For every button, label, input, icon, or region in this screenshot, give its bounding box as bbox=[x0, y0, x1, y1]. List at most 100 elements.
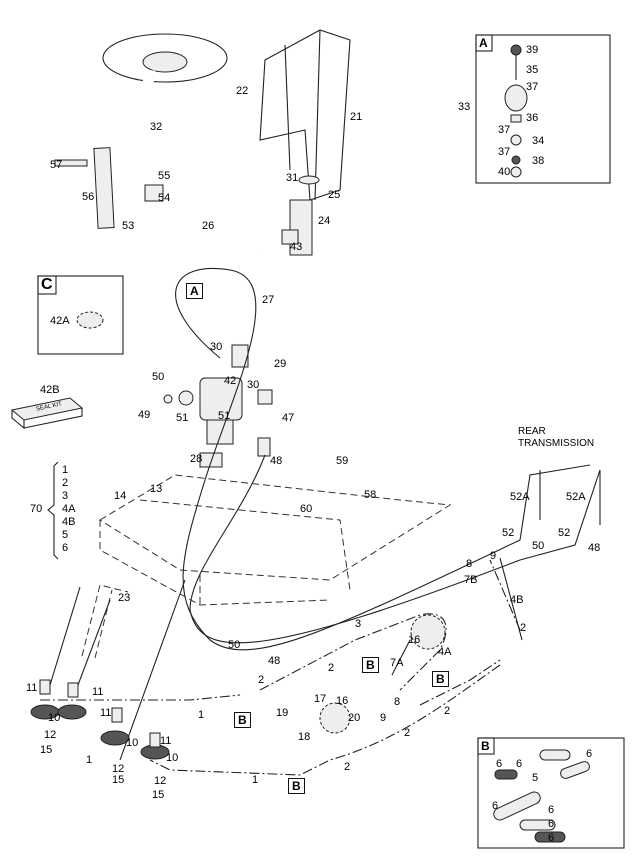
inset-a-callout-37: 37 bbox=[526, 81, 539, 93]
callout-60: 60 bbox=[300, 503, 313, 515]
callout-12: 12 bbox=[154, 775, 167, 787]
callout-49: 49 bbox=[138, 409, 151, 421]
callout-1: 1 bbox=[252, 774, 259, 786]
callout-57: 57 bbox=[50, 159, 63, 171]
callout-59: 59 bbox=[336, 455, 349, 467]
callout-15: 15 bbox=[112, 774, 125, 786]
callout-15: 15 bbox=[40, 744, 53, 756]
callout-56: 56 bbox=[82, 191, 95, 203]
callout-29: 29 bbox=[274, 358, 287, 370]
callout-13: 13 bbox=[150, 483, 163, 495]
inset-b-callout-6: 6 bbox=[492, 800, 499, 812]
group-item: 4B bbox=[62, 516, 76, 528]
inset-b-callout-6: 6 bbox=[586, 748, 593, 760]
inset-b-frame bbox=[477, 737, 625, 849]
seal-kit-label: 42B bbox=[40, 384, 60, 396]
callout-50: 50 bbox=[152, 371, 165, 383]
seal-kit-box bbox=[10, 397, 84, 430]
rear-label-line1: REAR bbox=[518, 426, 546, 437]
detail-ref-b: B bbox=[234, 712, 251, 728]
group-brace bbox=[47, 461, 59, 560]
detail-ref-b: B bbox=[432, 671, 449, 687]
callout-11: 11 bbox=[160, 735, 172, 747]
inset-b-callout-6: 6 bbox=[548, 804, 555, 816]
group-item: 6 bbox=[62, 542, 69, 554]
inset-c-callout-42a: 42A bbox=[50, 315, 70, 327]
callout-7b: 7B bbox=[464, 574, 478, 586]
group-item: 1 bbox=[62, 464, 69, 476]
group-item: 5 bbox=[62, 529, 69, 541]
inset-b-callout-5: 5 bbox=[532, 772, 539, 784]
hose-48 bbox=[189, 454, 601, 644]
callout-32: 32 bbox=[150, 121, 163, 133]
callout-4a: 4A bbox=[438, 646, 452, 658]
callout-52: 52 bbox=[558, 527, 571, 539]
inset-b-callout-6: 6 bbox=[496, 758, 503, 770]
inset-a-callout-34: 34 bbox=[532, 135, 545, 147]
inset-a-callout-33: 33 bbox=[458, 101, 471, 113]
chain-run bbox=[40, 559, 521, 776]
callout-11: 11 bbox=[92, 686, 104, 698]
callout-50: 50 bbox=[228, 639, 241, 651]
callout-24: 24 bbox=[318, 215, 331, 227]
steering-pump bbox=[163, 377, 273, 468]
steering-wheel bbox=[54, 33, 228, 229]
group-item: 3 bbox=[62, 490, 69, 502]
callout-4b: 4B bbox=[510, 594, 524, 606]
callout-51: 51 bbox=[218, 410, 231, 422]
callout-14: 14 bbox=[114, 490, 127, 502]
callout-43: 43 bbox=[290, 241, 303, 253]
callout-2: 2 bbox=[258, 674, 265, 686]
callout-10: 10 bbox=[126, 737, 139, 749]
callout-25: 25 bbox=[328, 189, 341, 201]
callout-28: 28 bbox=[190, 453, 203, 465]
inset-a-callout-37: 37 bbox=[498, 124, 511, 136]
callout-2: 2 bbox=[520, 622, 527, 634]
callout-12: 12 bbox=[112, 763, 125, 775]
callout-1: 1 bbox=[86, 754, 93, 766]
callout-30: 30 bbox=[210, 341, 223, 353]
callout-11: 11 bbox=[26, 682, 38, 694]
inset-b-callout-6: 6 bbox=[516, 758, 523, 770]
callout-26: 26 bbox=[202, 220, 215, 232]
inset-a-tag: A bbox=[479, 36, 488, 50]
group-70-items: 1 2 3 4A 4B 5 6 bbox=[62, 464, 75, 555]
group-70-label: 70 bbox=[30, 503, 43, 515]
callout-21: 21 bbox=[350, 111, 363, 123]
inset-b-callout-6: 6 bbox=[548, 832, 555, 844]
frame bbox=[99, 474, 452, 606]
callout-53: 53 bbox=[122, 220, 135, 232]
inset-a-callout-37: 37 bbox=[498, 146, 511, 158]
callout-31: 31 bbox=[286, 172, 299, 184]
callout-8: 8 bbox=[466, 558, 473, 570]
callout-55: 55 bbox=[158, 170, 171, 182]
callout-19: 19 bbox=[276, 707, 289, 719]
callout-9: 9 bbox=[490, 550, 497, 562]
callout-48: 48 bbox=[268, 655, 281, 667]
group-item: 2 bbox=[62, 477, 69, 489]
callout-52: 52 bbox=[502, 527, 515, 539]
steering-column-bracket bbox=[231, 29, 351, 368]
inset-b-callout-6: 6 bbox=[548, 818, 555, 830]
callout-10: 10 bbox=[166, 752, 179, 764]
callout-15: 15 bbox=[152, 789, 165, 801]
callout-11: 11 bbox=[100, 707, 112, 719]
inset-a-callout-38: 38 bbox=[532, 155, 545, 167]
callout-9: 9 bbox=[380, 712, 387, 724]
hose-50 bbox=[175, 268, 591, 651]
inset-a-callout-40: 40 bbox=[498, 166, 511, 178]
detail-ref-a: A bbox=[186, 283, 203, 299]
callout-50: 50 bbox=[532, 540, 545, 552]
callout-3: 3 bbox=[355, 618, 362, 630]
callout-47: 47 bbox=[282, 412, 295, 424]
inset-c-tag: C bbox=[41, 276, 53, 293]
callout-12: 12 bbox=[44, 729, 57, 741]
inset-b-chain-links bbox=[493, 749, 590, 843]
inset-a-parts bbox=[504, 44, 528, 178]
inset-b-tag: B bbox=[481, 739, 490, 753]
callout-2: 2 bbox=[328, 662, 335, 674]
callout-52a: 52A bbox=[510, 491, 530, 503]
callout-58: 58 bbox=[364, 489, 377, 501]
callout-23: 23 bbox=[118, 592, 131, 604]
